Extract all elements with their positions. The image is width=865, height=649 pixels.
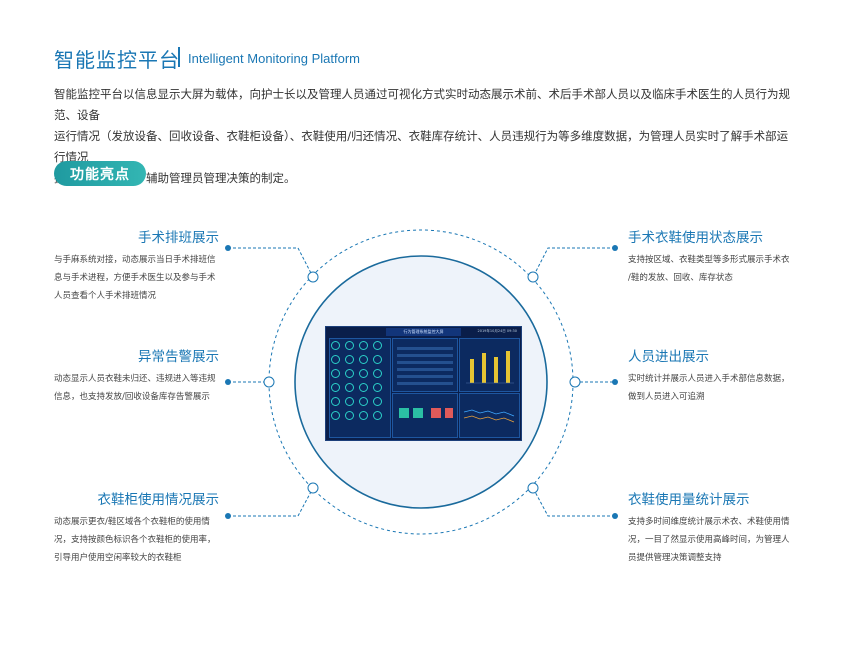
locker-dot [359,369,368,378]
locker-dot [345,383,354,392]
mini-line-chart [463,409,515,423]
mini-bar-chart [466,351,514,384]
ring-node [527,482,539,494]
ring-node [527,271,539,283]
list-lines [397,347,453,385]
locker-dot [373,397,382,406]
feature-title-locker: 衣鞋柜使用情况展示 [97,492,220,508]
highlights-badge: 功能亮点 [54,161,146,186]
ring-node [307,482,319,494]
dashboard-preview: 行为管理系统监控大屏 2019年10月24日 09:30 [325,326,522,441]
feature-title-surgery-schedule: 手术排班展示 [138,230,219,246]
dashboard-panel-bar [459,338,520,392]
title-divider [178,47,180,67]
locker-dot [331,341,340,350]
locker-dot [359,383,368,392]
feature-desc-usage-stats: 支持多时间维度统计展示术衣、术鞋使用情 况，一目了然显示使用高峰时间，为管理人 … [628,517,790,563]
page-subtitle: Intelligent Monitoring Platform [188,51,360,66]
locker-dot [331,397,340,406]
locker-dot [331,355,340,364]
connector-line [228,247,314,278]
locker-dot [331,369,340,378]
dashboard-panel-devices [392,393,458,438]
locker-dot [345,397,354,406]
dashboard-date: 2019年10月24日 09:30 [477,329,517,333]
locker-dot [359,341,368,350]
connector-dot [612,245,618,251]
locker-dot [373,383,382,392]
feature-title-usage-stats: 衣鞋使用量统计展示 [628,492,750,508]
ring-node [263,376,275,388]
locker-dot [373,341,382,350]
feature-desc-locker: 动态展示更衣/鞋区域各个衣鞋柜的使用情 况，支持按颜色标识各个衣鞋柜的使用率， … [54,517,216,563]
dashboard-panel-list [392,338,458,392]
locker-dot [373,355,382,364]
connector-line [532,247,615,278]
locker-dot [359,355,368,364]
feature-title-access: 人员进出展示 [628,349,709,365]
feature-desc-surgery-schedule: 与手麻系统对接，动态展示当日手术排班信 息与手术进程，方便手术医生以及参与手术 … [54,255,216,301]
connector-line [532,487,615,517]
feature-title-garment-status: 手术衣鞋使用状态展示 [628,230,763,246]
connector-dot [225,513,231,519]
connector-dot [225,379,231,385]
dashboard-title: 行为管理系统监控大屏 [386,328,461,336]
locker-dot [359,411,368,420]
ring-node [307,271,319,283]
feature-desc-garment-status: 支持按区域、衣鞋类型等多形式展示手术衣 /鞋的发放、回收、库存状态 [628,255,790,283]
intro-line: 运行情况（发放设备、回收设备、衣鞋柜设备）、衣鞋使用/归还情况、衣鞋库存统计、人… [54,129,789,164]
connector-dot [612,513,618,519]
locker-dot [345,369,354,378]
feature-desc-access: 实时统计并展示人员进入手术部信息数据， 做到人员进入可追溯 [628,374,790,402]
locker-dot [331,411,340,420]
ring-node [569,376,581,388]
connector-line [228,487,314,517]
intro-line: 智能监控平台以信息显示大屏为载体，向护士长以及管理人员通过可视化方式实时动态展示… [54,87,790,122]
connector-dot [225,245,231,251]
connector-dot [612,379,618,385]
locker-dot [359,397,368,406]
locker-dot [345,355,354,364]
locker-dot [373,369,382,378]
feature-desc-alarm: 动态显示人员衣鞋未归还、违规进入等违规 信息，也支持发放/回收设备库存告警展示 [54,374,216,402]
locker-dot [345,341,354,350]
feature-title-alarm: 异常告警展示 [138,349,219,365]
locker-dot [373,411,382,420]
dashboard-panel-line [459,393,520,438]
locker-dot [345,411,354,420]
page-title: 智能监控平台 [54,48,180,72]
locker-dot [331,383,340,392]
device-tiles [399,408,453,418]
